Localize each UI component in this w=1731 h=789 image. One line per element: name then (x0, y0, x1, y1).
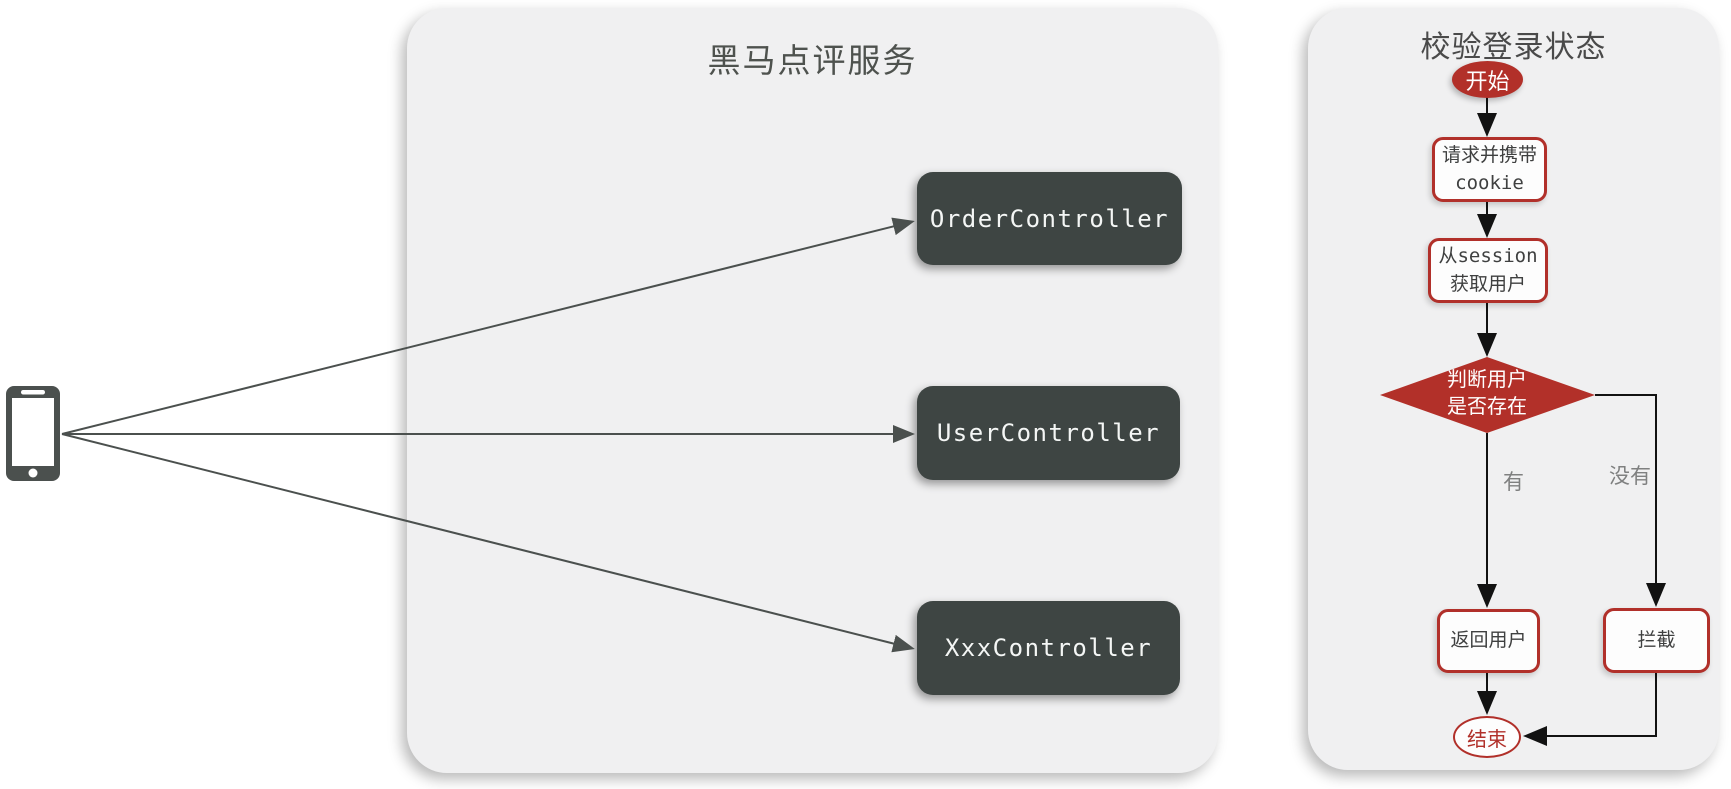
controller-label: XxxController (944, 634, 1153, 662)
decision-line2: 是否存在 (1447, 394, 1527, 418)
flow-end-node: 结束 (1453, 716, 1521, 758)
controller-label: OrderController (929, 204, 1170, 233)
controller-box-user: UserController (917, 386, 1180, 480)
branch-yes-label: 有 (1503, 470, 1524, 494)
flow-start-label: 开始 (1465, 69, 1510, 95)
controller-label: UserController (936, 419, 1161, 447)
flow-return-user-label: 返回用户 (1450, 629, 1527, 652)
decision-node-label: 判断用户 是否存在 (1407, 366, 1567, 420)
flow-request-line2: cookie (1455, 171, 1524, 194)
flow-request-line1: 请求并携带 (1441, 143, 1537, 166)
login-check-panel-title: 校验登录状态 (1420, 30, 1607, 65)
service-panel-title: 黑马点评服务 (707, 41, 918, 80)
controller-box-xxx: XxxController (917, 601, 1180, 695)
flow-intercept-label: 拦截 (1637, 628, 1676, 651)
flow-start-node: 开始 (1452, 61, 1523, 98)
branch-no-label: 没有 (1609, 464, 1651, 488)
flow-end-label: 结束 (1467, 726, 1507, 751)
flow-session-node: 从session 获取用户 (1428, 238, 1548, 303)
flow-connectors (1477, 97, 1666, 746)
decision-diamond (1380, 357, 1595, 433)
flow-session-line2: 获取用户 (1449, 272, 1526, 295)
smartphone-icon (6, 386, 60, 481)
flow-request-cookie-node: 请求并携带 cookie (1432, 137, 1547, 202)
client-request-arrows (61, 217, 915, 653)
flow-session-line1: 从session (1438, 244, 1538, 267)
flow-return-user-node: 返回用户 (1437, 609, 1540, 673)
controller-box-order: OrderController (917, 172, 1182, 265)
decision-line1: 判断用户 (1447, 367, 1527, 391)
flow-intercept-node: 拦截 (1603, 608, 1710, 673)
